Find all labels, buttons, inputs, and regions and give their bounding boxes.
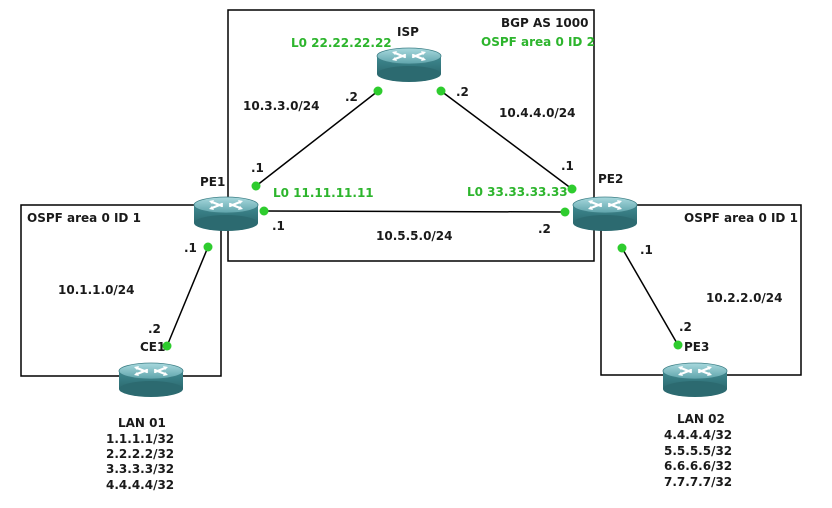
- link-pe1-pe2: [263, 210, 566, 213]
- lan01-route: 1.1.1.1/32: [106, 432, 174, 446]
- iface-pe1-top: .1: [251, 161, 264, 175]
- router-icon[interactable]: [192, 195, 260, 233]
- iface-pe2-left: .2: [538, 222, 551, 236]
- iface-pe2-bottom: .1: [640, 243, 653, 257]
- port-dot: [436, 86, 446, 96]
- port-dot: [251, 181, 261, 191]
- subnet-isp-pe2: 10.4.4.0/24: [499, 106, 576, 120]
- bgp-as-region: [227, 9, 595, 262]
- right-region-title: OSPF area 0 ID 1: [684, 211, 798, 225]
- port-dot: [203, 242, 213, 252]
- port-dot: [560, 207, 570, 217]
- loopback-pe1: L0 11.11.11.11: [273, 186, 374, 200]
- lan02-route: 4.4.4.4/32: [664, 428, 732, 442]
- iface-ce1-top: .2: [148, 322, 161, 336]
- port-dot: [373, 86, 383, 96]
- router-icon[interactable]: [375, 46, 443, 84]
- isp-ospf-label: OSPF area 0 ID 2: [481, 35, 595, 49]
- port-dot: [567, 184, 577, 194]
- router-name-ce1: CE1: [140, 340, 165, 354]
- bgp-region-title: BGP AS 1000: [501, 16, 588, 30]
- link-isp-pe2: [440, 90, 573, 190]
- iface-pe1-bottom: .1: [184, 241, 197, 255]
- iface-pe2-top: .1: [561, 159, 574, 173]
- iface-isp-left: .2: [345, 90, 358, 104]
- loopback-isp: L0 22.22.22.22: [291, 36, 392, 50]
- link-pe2-pe3: [621, 247, 679, 346]
- link-pe1-isp: [255, 90, 379, 187]
- lan02-route: 5.5.5.5/32: [664, 444, 732, 458]
- iface-isp-right: .2: [456, 85, 469, 99]
- lan01-route: 3.3.3.3/32: [106, 462, 174, 476]
- lan01-route: 4.4.4.4/32: [106, 478, 174, 492]
- iface-pe3-top: .2: [679, 320, 692, 334]
- router-name-pe3: PE3: [684, 340, 709, 354]
- subnet-pe1-isp: 10.3.3.0/24: [243, 99, 320, 113]
- port-dot: [617, 243, 627, 253]
- lan02-route: 7.7.7.7/32: [664, 475, 732, 489]
- lan02-route: 6.6.6.6/32: [664, 459, 732, 473]
- port-dots: [162, 86, 683, 351]
- router-name-pe1: PE1: [200, 175, 225, 189]
- router-name-pe2: PE2: [598, 172, 623, 186]
- router-name-isp: ISP: [397, 25, 419, 39]
- router-icon[interactable]: [661, 361, 729, 399]
- link-pe1-ce1: [166, 246, 209, 347]
- router-icon[interactable]: [117, 361, 185, 399]
- subnet-pe1-ce1: 10.1.1.0/24: [58, 283, 135, 297]
- port-dot: [162, 341, 172, 351]
- subnet-pe2-pe3: 10.2.2.0/24: [706, 291, 783, 305]
- loopback-pe2: L0 33.33.33.33: [467, 185, 568, 199]
- subnet-pe1-pe2: 10.5.5.0/24: [376, 229, 453, 243]
- iface-pe1-right: .1: [272, 219, 285, 233]
- left-region-title: OSPF area 0 ID 1: [27, 211, 141, 225]
- router-icon[interactable]: [571, 195, 639, 233]
- lan01-title: LAN 01: [118, 416, 166, 430]
- port-dot: [673, 340, 683, 350]
- port-dot: [259, 206, 269, 216]
- lan01-route: 2.2.2.2/32: [106, 447, 174, 461]
- lan02-title: LAN 02: [677, 412, 725, 426]
